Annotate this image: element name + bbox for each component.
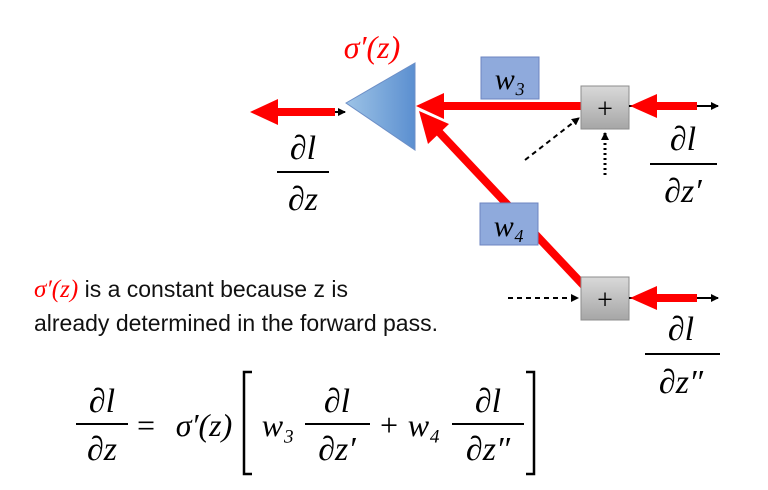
note-line-1: σ′(z) is a constant because z is [34,276,348,304]
fraction-dl-dz-dprime: ∂l ∂z″ [645,311,720,401]
plus-box-1 [580,85,630,130]
eq-plus: + [380,407,398,443]
fraction-dl-dz-dprime-denominator: ∂z″ [659,364,704,401]
note-line-2: already determined in the forward pass. [34,310,438,336]
fraction-dl-dz-prime-numerator: ∂l [670,121,696,158]
eq-term1-denominator: ∂z′ [318,431,356,468]
fraction-dl-dz-prime: ∂l ∂z′ [650,121,717,210]
eq-term2-numerator: ∂l [475,383,501,420]
fraction-dl-dz-dprime-numerator: ∂l [668,311,694,348]
neuron-triangle [345,62,416,151]
backward-arrow-w3 [416,93,581,119]
backward-arrow-w4 [419,111,589,291]
backward-arrow-dl-dz-dprime [630,286,697,310]
fraction-dl-dz: ∂l ∂z [277,130,329,218]
note-sigma-prime: σ′(z) [34,276,79,303]
eq-w3: w₃ [262,407,294,443]
eq-term1-numerator: ∂l [324,383,350,420]
eq-term2-denominator: ∂z″ [466,431,511,468]
plus-symbol-2: + [597,285,613,316]
eq-lhs-denominator: ∂z [87,431,117,468]
eq-lhs-numerator: ∂l [89,383,115,420]
fraction-dl-dz-prime-denominator: ∂z′ [664,173,702,210]
weight-label-w3: w₃ [495,63,525,96]
weight-label-w4: w₄ [494,210,524,243]
note-line1-text: is a constant because z is [78,276,348,302]
eq-equals: = [137,407,155,443]
dashed-input-diagonal [524,117,580,161]
fraction-dl-dz-numerator: ∂l [290,130,316,167]
eq-left-bracket [242,370,252,476]
backward-arrow-dl-dz [250,99,335,125]
backward-arrow-dl-dz-prime [630,94,697,118]
fraction-dl-dz-denominator: ∂z [288,181,318,218]
plus-box-2 [580,276,630,321]
weight-box-w4 [479,202,539,246]
activation-derivative-label: σ′(z) [344,29,401,65]
eq-w4: w₄ [408,407,440,443]
eq-sigma-prime: σ′(z) [176,407,233,443]
plus-symbol-1: + [597,94,613,125]
chain-rule-equation: ∂l ∂z = σ′(z) w₃ ∂l ∂z′ + w₄ ∂l ∂z″ [76,370,536,476]
eq-right-bracket [526,370,536,476]
weight-box-w3 [480,56,540,100]
